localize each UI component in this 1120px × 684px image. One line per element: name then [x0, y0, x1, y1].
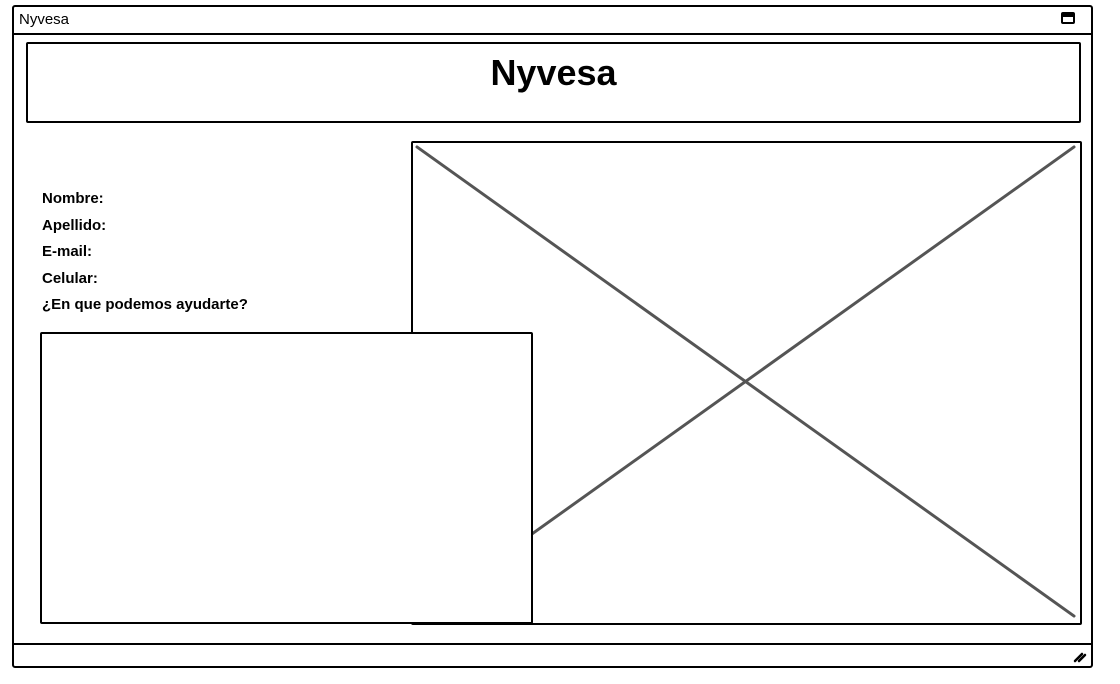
window-statusbar	[14, 643, 1091, 666]
apellido-label: Apellido:	[42, 216, 107, 234]
contact-form-labels: Nombre: Apellido: E-mail: Celular: ¿En q…	[42, 186, 248, 319]
window-title: Nyvesa	[19, 11, 70, 28]
help-question-label: ¿En que podemos ayudarte?	[42, 296, 248, 313]
celular-label: Celular:	[42, 269, 98, 287]
email-label: E-mail:	[42, 243, 93, 260]
page-header: Nyvesa	[26, 42, 1081, 123]
window-titlebar[interactable]: Nyvesa	[14, 7, 1091, 35]
browser-window: Nyvesa Nyvesa Nombre: Apellido: E-mail: …	[12, 5, 1093, 668]
nombre-label: Nombre:	[42, 190, 104, 207]
resize-grip-icon[interactable]	[1073, 649, 1087, 663]
message-textarea[interactable]	[40, 332, 533, 624]
maximize-icon[interactable]	[1061, 12, 1075, 24]
page-title: Nyvesa	[490, 52, 617, 93]
